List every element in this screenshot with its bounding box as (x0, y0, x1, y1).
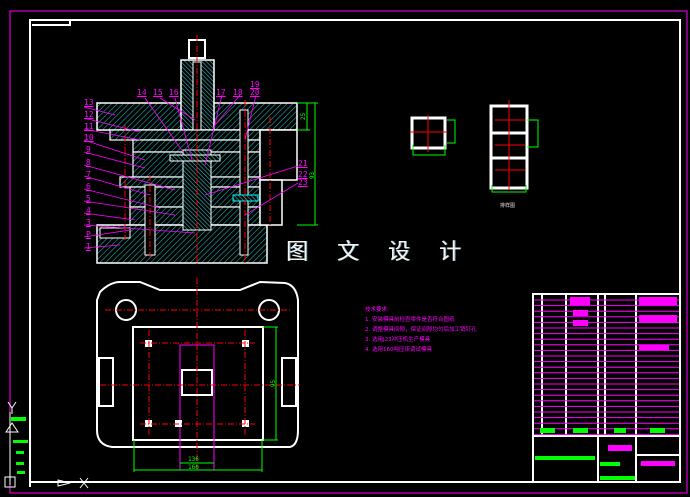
part-label: 23 (298, 178, 308, 187)
part-label: 22 (298, 170, 308, 179)
watermark-text: 图 文 设 计 (286, 240, 472, 265)
part-label: 12 (84, 110, 94, 119)
dimension-95: 95 (270, 379, 278, 388)
dimension-25: 25 (300, 112, 308, 121)
part-label: 14 (137, 88, 147, 97)
layer-legend (9, 412, 28, 485)
part-label: 1 (86, 242, 91, 251)
part-label: P (86, 230, 91, 239)
part-label: 7 (86, 170, 91, 179)
part-label: 13 (84, 98, 94, 107)
section-view (83, 35, 318, 265)
dimension-93: 93 (309, 171, 317, 180)
dimension-136: 136 (188, 456, 199, 463)
part-label: 9 (86, 145, 91, 154)
part-label: 15 (153, 88, 163, 97)
tech-req-title: 技术要求: (365, 307, 389, 313)
part-label: 5 (86, 194, 91, 203)
part-label: 19 (250, 80, 260, 89)
detail-caption: 排样图 (500, 203, 516, 209)
part-label: 4 (86, 206, 91, 215)
part-label: 20 (250, 88, 260, 97)
tech-req-item: 3. 选用J23冲压机生产模具 (365, 337, 431, 343)
ucs-icon (4, 401, 89, 489)
part-label: 18 (233, 88, 243, 97)
part-label: 17 (216, 88, 226, 97)
title-block (532, 293, 681, 483)
technical-requirements: 技术要求: 1. 安装模具前检查零件是否符合图纸 2. 调整模具间隙，保证间隙均… (365, 305, 477, 355)
part-label: 21 (298, 159, 308, 168)
part-label: 8 (86, 158, 91, 167)
tech-req-item: 2. 调整模具间隙，保证间隙均匀后加工销钉孔 (365, 327, 477, 333)
tech-req-item: 4. 选用160吨压床调试模具 (365, 347, 432, 353)
plan-view (96, 278, 300, 472)
detail-views (410, 100, 539, 193)
tech-req-item: 1. 安装模具前检查零件是否符合图纸 (365, 317, 455, 323)
part-label: 10 (84, 133, 94, 142)
part-label: 11 (84, 122, 94, 131)
part-label: 6 (86, 182, 91, 191)
dimension-160: 160 (188, 464, 199, 471)
part-label: 16 (169, 88, 179, 97)
part-label: 3 (86, 218, 91, 227)
